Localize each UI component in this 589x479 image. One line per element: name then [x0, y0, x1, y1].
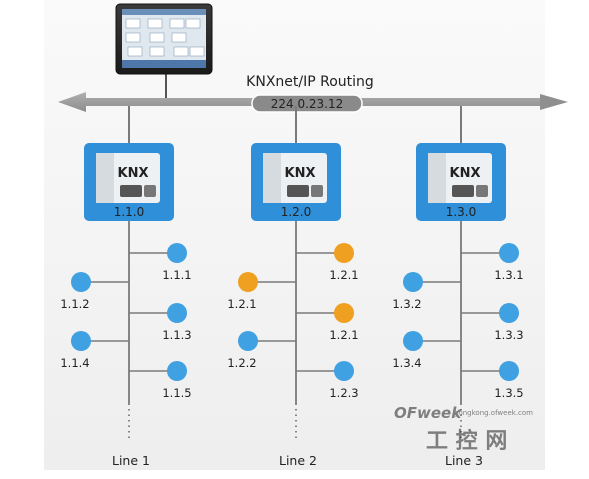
- coupler-side-panel: [428, 153, 446, 203]
- line-label: Line 2: [279, 453, 317, 468]
- monitor-screen-widget: [125, 18, 141, 29]
- line-label: Line 1: [112, 453, 150, 468]
- monitor-screen-widget: [125, 32, 141, 43]
- ethernet-port: [452, 185, 474, 197]
- device-address: 1.1.5: [162, 386, 191, 400]
- line-label: Line 3: [445, 453, 483, 468]
- bus-device-node: [334, 243, 354, 263]
- bus-device-node: [499, 361, 519, 381]
- device-address: 1.3.3: [494, 328, 523, 342]
- bus-device-node: [499, 303, 519, 323]
- knx-logo: KNX: [118, 166, 149, 181]
- bus-device-node: [334, 361, 354, 381]
- device-address: 1.3.1: [494, 268, 523, 282]
- network-title: KNXnet/IP Routing: [246, 74, 374, 90]
- bus-terminal: [144, 185, 156, 197]
- bus-device-node: [403, 272, 423, 292]
- coupler-side-panel: [96, 153, 114, 203]
- bus-device-node: [167, 361, 187, 381]
- device-address: 1.1.1: [162, 268, 191, 282]
- monitor-screen-widget: [189, 46, 205, 57]
- bus-device-node: [238, 331, 258, 351]
- coupler-address: 1.3.0: [446, 205, 477, 219]
- device-address: 1.3.5: [494, 386, 523, 400]
- monitor-screen-widget: [185, 18, 201, 29]
- bus-device-node: [403, 331, 423, 351]
- device-address: 1.3.2: [392, 297, 421, 311]
- device-address: 1.2.1: [227, 297, 256, 311]
- ethernet-port: [120, 185, 142, 197]
- monitor-screen-header: [122, 9, 206, 15]
- monitor-screen-widget: [171, 32, 187, 43]
- device-address: 1.1.3: [162, 328, 191, 342]
- device-address: 1.1.4: [60, 356, 89, 370]
- bus-device-node: [238, 272, 258, 292]
- bus-device-node: [71, 272, 91, 292]
- coupler-address: 1.2.0: [281, 205, 312, 219]
- watermark-brand: OFweek: [394, 404, 462, 422]
- ip-bus-right-arrow: [540, 94, 568, 110]
- monitor-screen-widget: [149, 46, 165, 57]
- monitor-screen-widget: [173, 46, 189, 57]
- device-address: 1.2.1: [329, 328, 358, 342]
- coupler-side-panel: [263, 153, 281, 203]
- bus-terminal: [311, 185, 323, 197]
- device-address: 1.2.3: [329, 386, 358, 400]
- ethernet-port: [287, 185, 309, 197]
- monitor-screen-widget: [169, 18, 185, 29]
- monitor-screen-widget: [149, 32, 165, 43]
- bus-device-node: [499, 243, 519, 263]
- bus-device-node: [71, 331, 91, 351]
- bus-device-node: [334, 303, 354, 323]
- device-address: 1.1.2: [60, 297, 89, 311]
- multicast-address: 224.0.23.12: [271, 97, 344, 111]
- multicast-address-badge: [251, 94, 363, 113]
- monitor-screen-footer: [122, 60, 206, 68]
- coupler-address: 1.1.0: [114, 205, 145, 219]
- bus-device-node: [167, 243, 187, 263]
- device-address: 1.3.4: [392, 356, 421, 370]
- knx-logo: KNX: [450, 166, 481, 181]
- device-address: 1.2.1: [329, 268, 358, 282]
- knx-logo: KNX: [285, 166, 316, 181]
- monitor-screen-widget: [127, 46, 143, 57]
- monitor-screen-widget: [147, 18, 163, 29]
- bus-device-node: [167, 303, 187, 323]
- watermark-chinese: 工 控 网: [426, 428, 507, 454]
- device-address: 1.2.2: [227, 356, 256, 370]
- watermark-domain: gongkong.ofweek.com: [454, 409, 533, 417]
- bus-terminal: [476, 185, 488, 197]
